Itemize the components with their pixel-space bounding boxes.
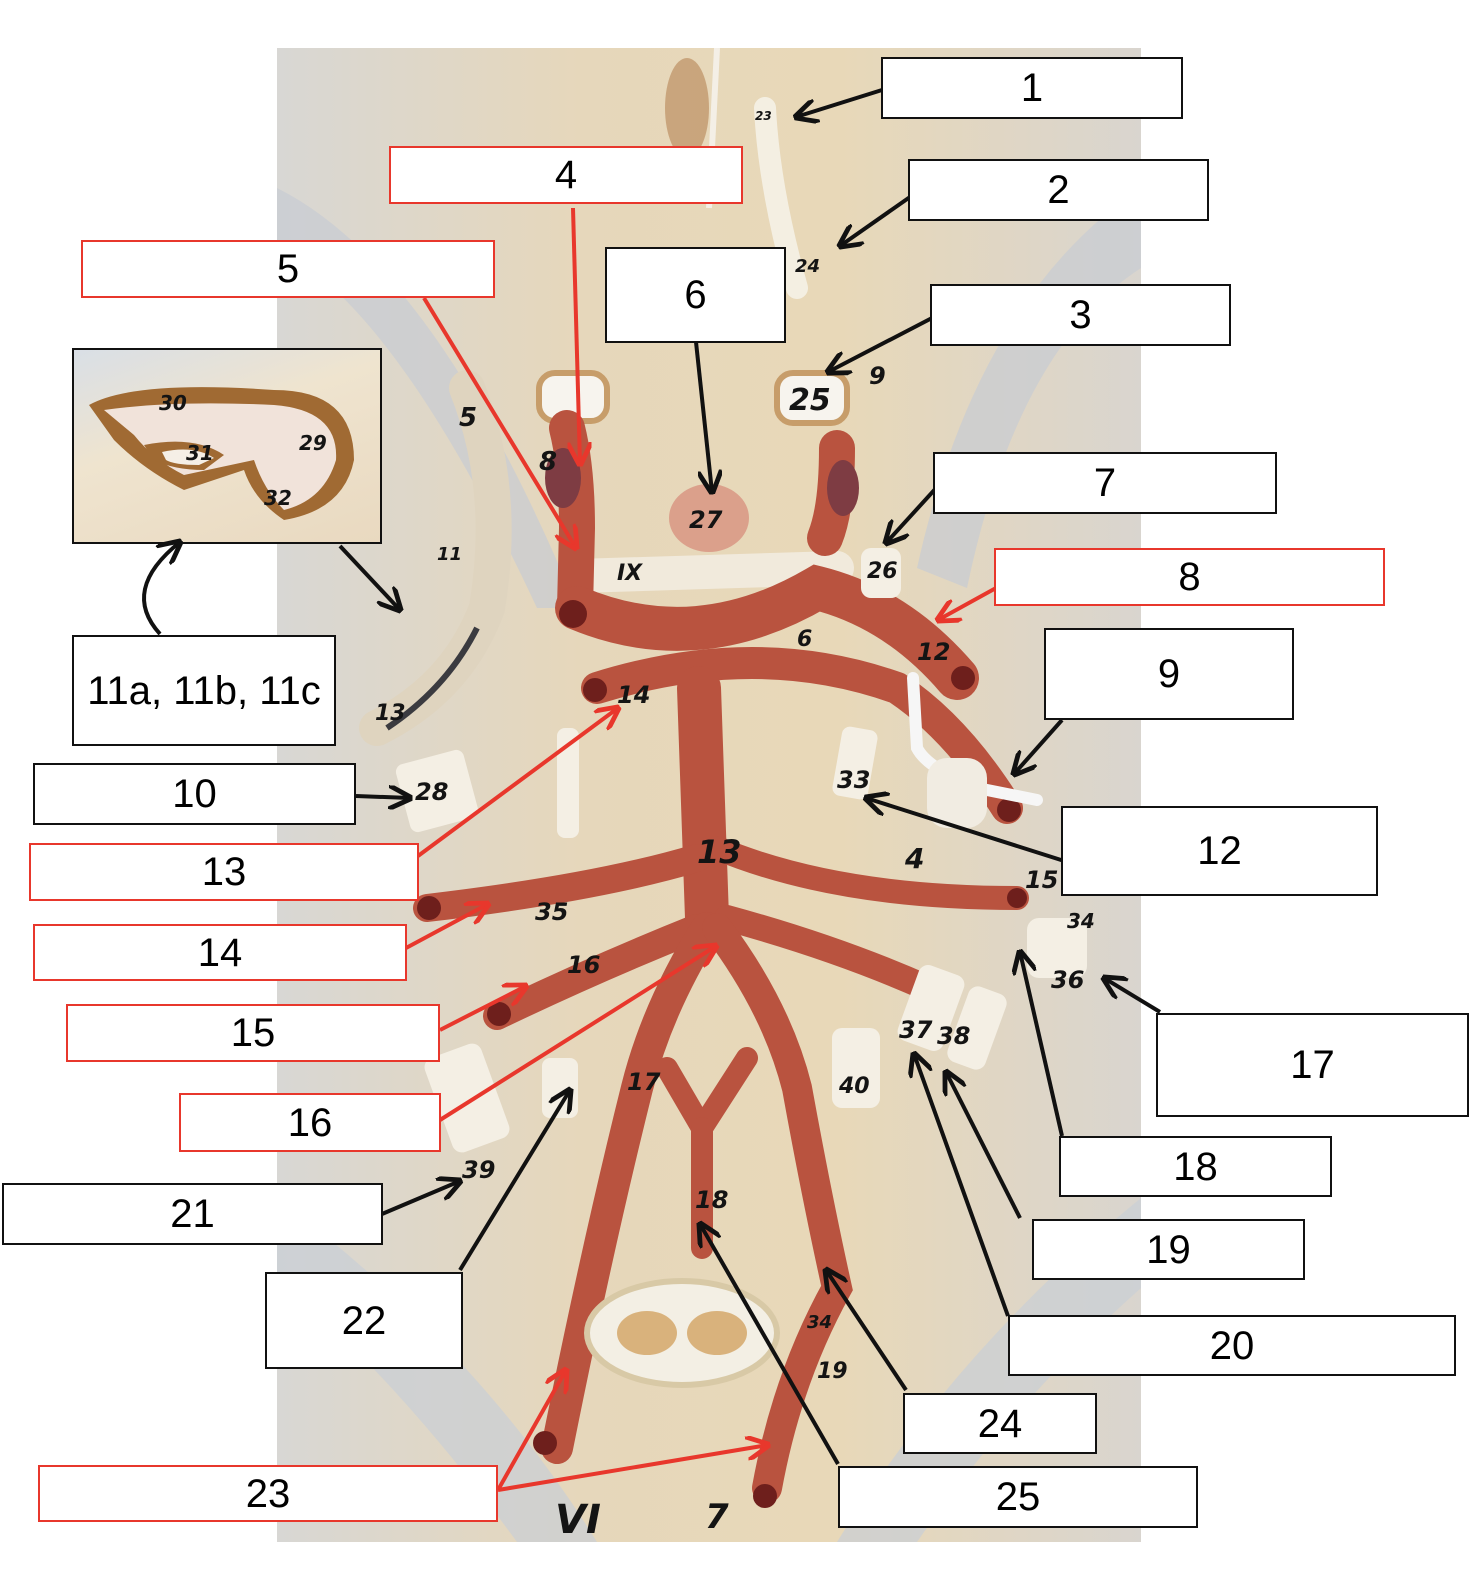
label-text: 12: [1197, 829, 1242, 873]
mark-text: 13: [375, 701, 406, 726]
mark-text: 38: [937, 1022, 970, 1050]
inset-mark: 30: [159, 391, 187, 415]
label-text: 10: [172, 772, 217, 816]
label-box-1[interactable]: 1: [881, 57, 1183, 119]
label-text: 4: [554, 153, 578, 197]
mark-text: 11: [437, 544, 462, 565]
mark-text: 16: [567, 951, 600, 979]
label-box-4[interactable]: 4: [389, 146, 743, 204]
label-box-2[interactable]: 2: [908, 159, 1209, 221]
mark-text: 5: [459, 403, 477, 433]
mark-text: 28: [415, 778, 448, 806]
label-box-9[interactable]: 9: [1044, 628, 1294, 720]
label-text: 22: [341, 1298, 387, 1343]
mark-text: 17: [627, 1068, 661, 1096]
mark-text: 4: [904, 842, 924, 875]
label-text: 23: [245, 1471, 291, 1516]
mark-text: 33: [837, 766, 870, 794]
label-text: 14: [197, 930, 243, 975]
mark-text: 34: [807, 1312, 832, 1333]
label-text: 18: [1173, 1144, 1218, 1189]
mark-text: 8: [539, 447, 557, 477]
label-box-6[interactable]: 6: [605, 247, 786, 343]
label-box-21[interactable]: 21: [2, 1183, 383, 1245]
label-box-20[interactable]: 20: [1008, 1315, 1456, 1376]
label-box-19[interactable]: 19: [1032, 1219, 1305, 1280]
label-text: 24: [977, 1401, 1023, 1446]
mark-text: 34: [1067, 909, 1095, 933]
label-box-15[interactable]: 15: [66, 1004, 440, 1062]
mark-text: 9: [869, 362, 886, 390]
label-text: 8: [1178, 555, 1201, 599]
mark-text: 23: [755, 109, 772, 123]
mark-text: 25: [789, 383, 831, 418]
mark-text: 7: [705, 1497, 729, 1537]
label-text: 9: [1157, 652, 1181, 696]
label-box-22[interactable]: 22: [265, 1272, 463, 1369]
mark-text: 35: [535, 898, 568, 926]
mark-text: 18: [695, 1186, 728, 1214]
inset-mark: 31: [186, 441, 214, 465]
label-box-11[interactable]: 11a, 11b, 11c: [72, 635, 336, 746]
label-box-18[interactable]: 18: [1059, 1136, 1332, 1197]
mark-text: 15: [1025, 866, 1058, 894]
inset-mark: 29: [299, 431, 327, 455]
mark-text: 19: [817, 1359, 848, 1384]
label-box-12[interactable]: 12: [1061, 806, 1378, 896]
label-text: 6: [684, 273, 707, 317]
label-box-8[interactable]: 8: [994, 548, 1385, 606]
label-box-5[interactable]: 5: [81, 240, 495, 298]
mark-text: 40: [838, 1074, 870, 1099]
label-box-14[interactable]: 14: [33, 924, 407, 981]
label-text: 20: [1209, 1323, 1255, 1368]
label-box-25[interactable]: 25: [838, 1466, 1198, 1528]
mark-text: 13: [697, 833, 742, 871]
label-text: 5: [276, 247, 300, 291]
mark-text: IX: [617, 561, 643, 586]
mark-text: VI: [555, 1497, 601, 1542]
inset-mark: 32: [264, 486, 292, 510]
label-box-7[interactable]: 7: [933, 452, 1277, 514]
label-text: 25: [995, 1475, 1041, 1519]
mark-text: 12: [917, 638, 950, 666]
label-text: 11a, 11b, 11c: [87, 668, 321, 713]
label-text: 16: [287, 1100, 333, 1145]
mark-text: 36: [1051, 966, 1084, 994]
label-text: 7: [1093, 461, 1117, 505]
inset-detail-photo: 30 31 29 32: [72, 348, 382, 544]
label-text: 15: [230, 1011, 276, 1055]
label-box-3[interactable]: 3: [930, 284, 1231, 346]
mark-text: 26: [867, 559, 898, 584]
label-box-13[interactable]: 13: [29, 843, 419, 901]
label-text: 19: [1146, 1227, 1191, 1272]
mark-text: 24: [795, 256, 820, 277]
label-box-23[interactable]: 23: [38, 1465, 498, 1522]
label-text: 21: [170, 1192, 215, 1236]
label-text: 17: [1290, 1043, 1335, 1087]
label-text: 2: [1047, 168, 1070, 212]
label-box-10[interactable]: 10: [33, 763, 356, 825]
mark-text: 14: [617, 681, 650, 709]
label-text: 3: [1069, 293, 1092, 337]
mark-text: 6: [797, 627, 812, 652]
mark-text: 37: [899, 1016, 933, 1044]
label-text: 13: [201, 850, 247, 894]
label-box-16[interactable]: 16: [179, 1093, 441, 1152]
label-text: 1: [1020, 66, 1044, 110]
mark-text: 27: [689, 506, 723, 534]
mark-text: 39: [462, 1156, 495, 1184]
label-box-24[interactable]: 24: [903, 1393, 1097, 1454]
label-box-17[interactable]: 17: [1156, 1013, 1469, 1117]
